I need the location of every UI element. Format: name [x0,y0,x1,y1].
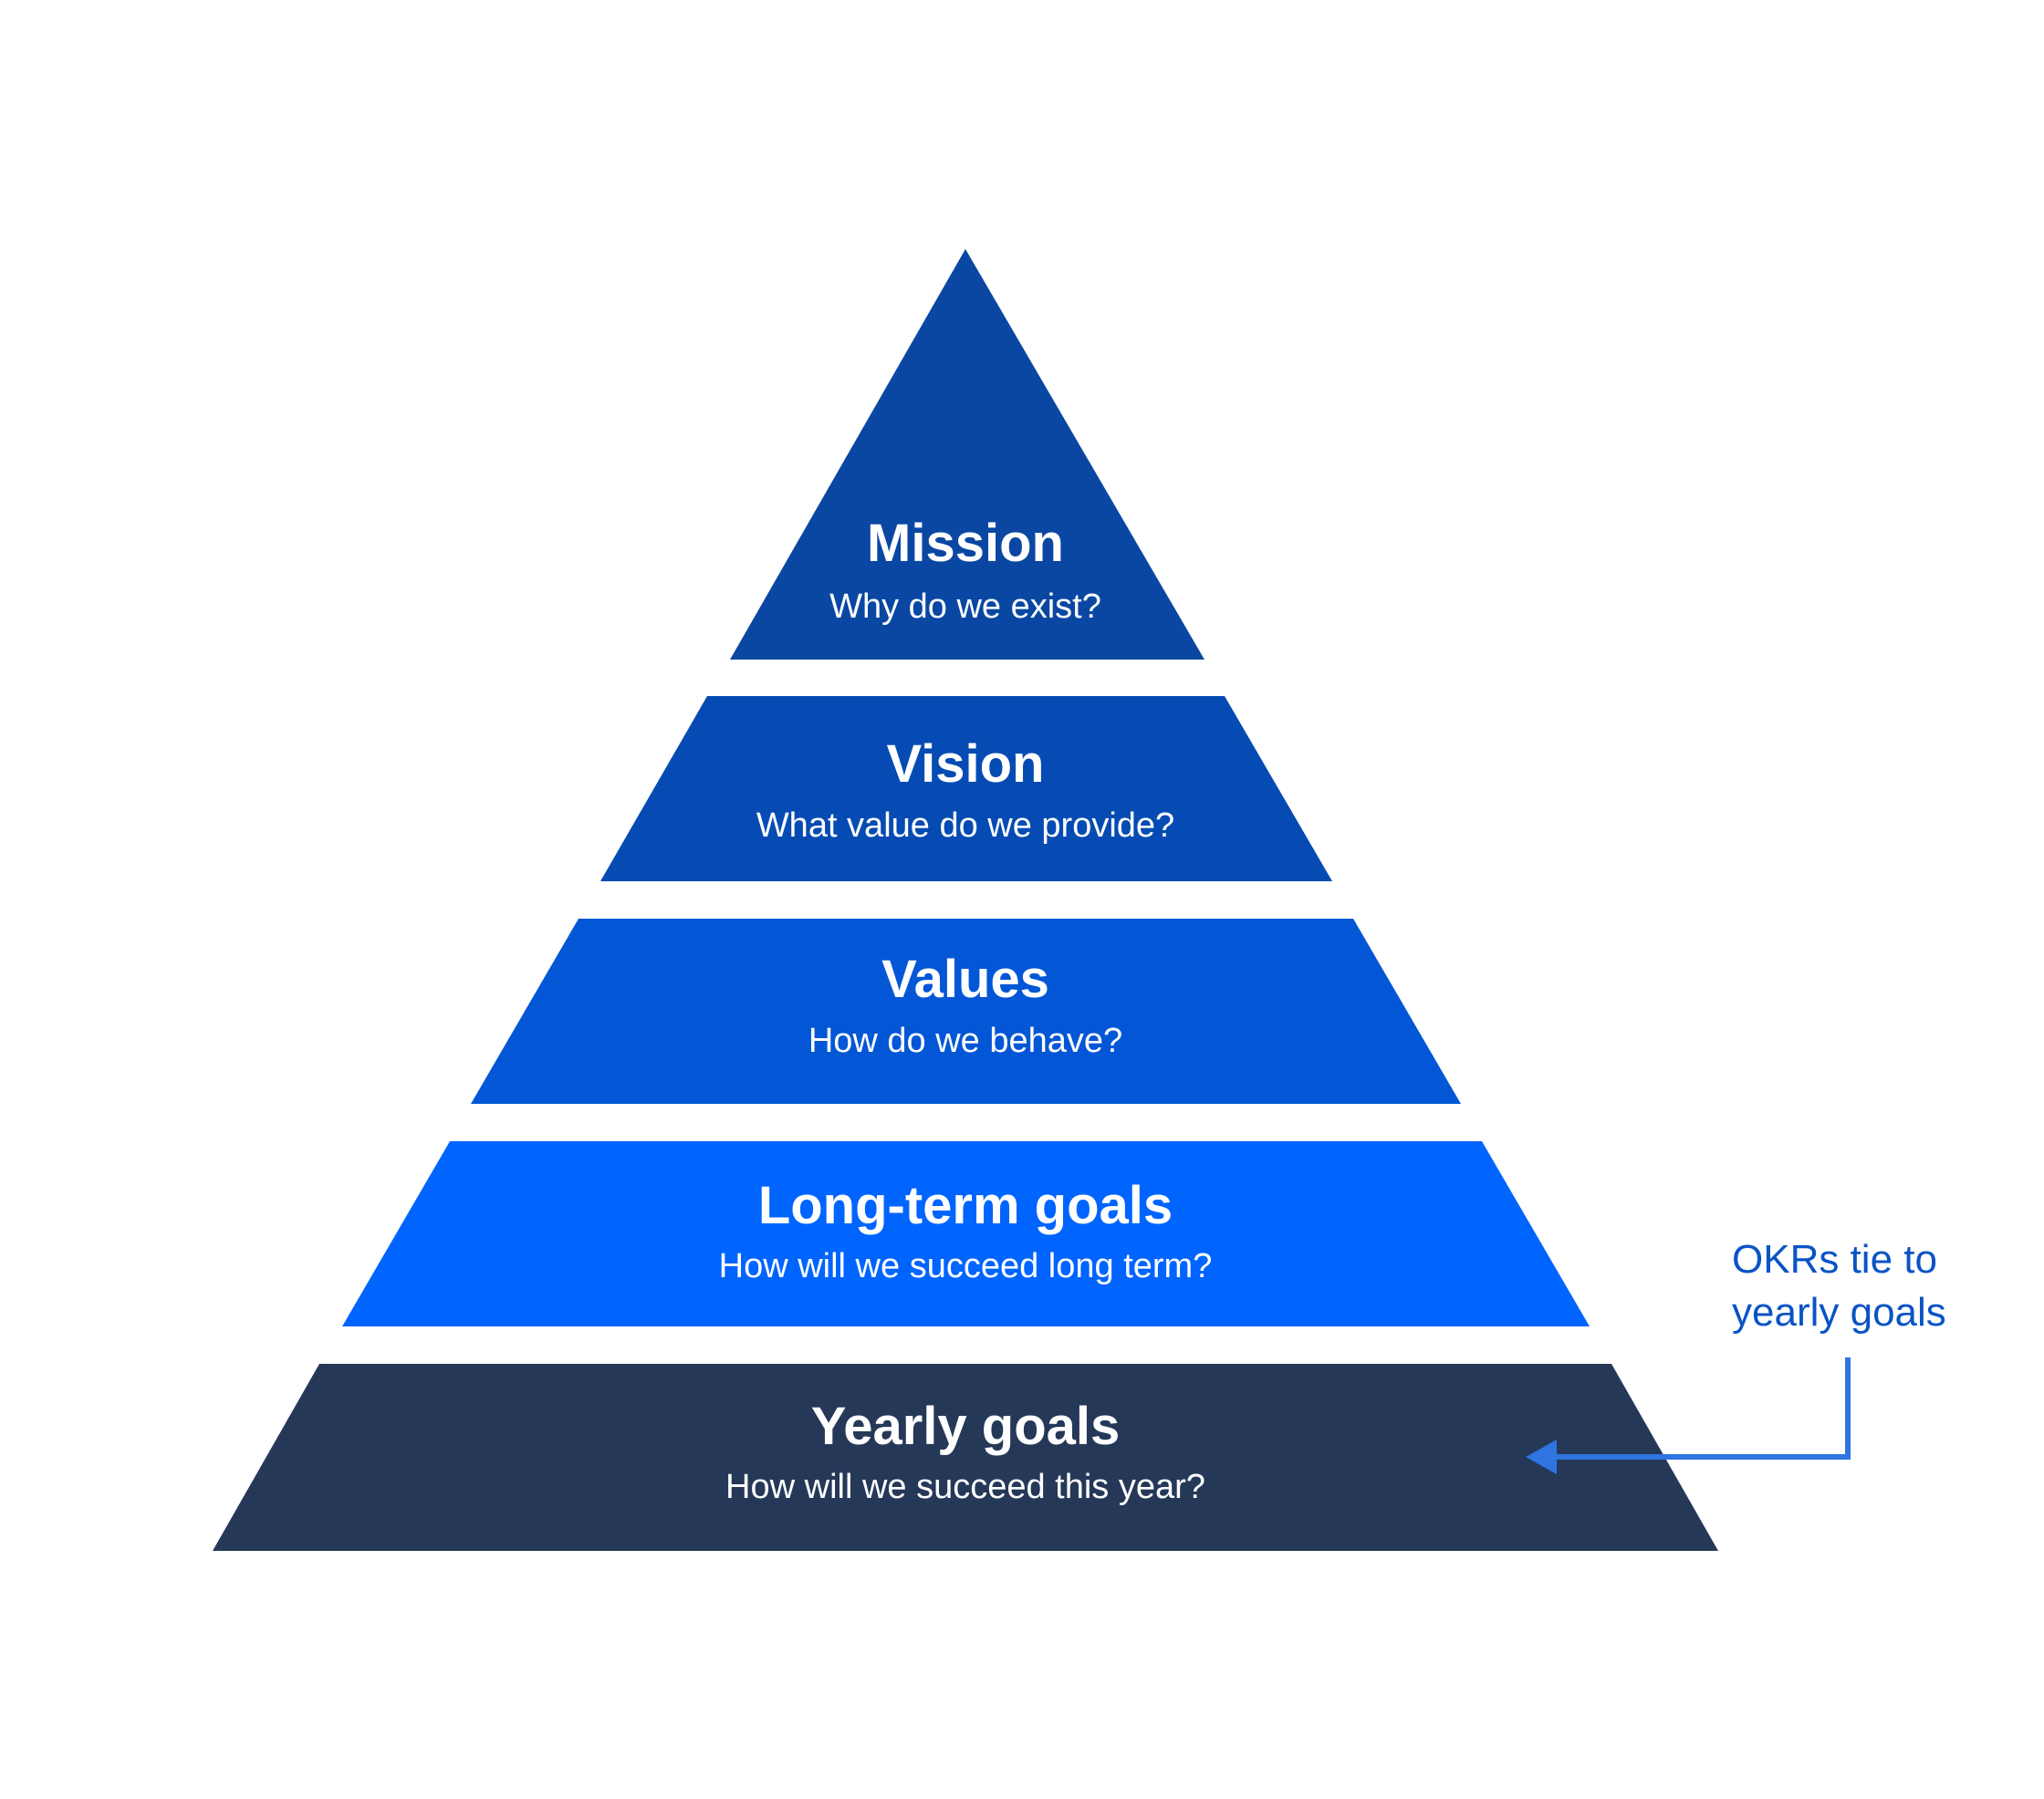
tier-values-question: How do we behave? [808,1022,1122,1060]
tier-vision-question: What value do we provide? [756,806,1174,845]
okr-annotation-arrow-line [1551,1357,1851,1460]
tier-long-term-goals: Long-term goals How will we succeed long… [342,1141,1590,1326]
tier-mission-title: Mission [867,514,1064,573]
arrow-left-icon [1526,1440,1557,1474]
tier-yearly-goals: Yearly goals How will we succeed this ye… [213,1364,1718,1551]
tier-values: Values How do we behave? [471,919,1461,1104]
tier-mission-shape [730,249,1204,660]
tier-yearly-goals-question: How will we succeed this year? [725,1468,1205,1506]
tier-mission: Mission Why do we exist? [730,249,1204,660]
tier-long-term-goals-title: Long-term goals [758,1176,1173,1235]
tier-vision-shape [600,696,1332,881]
tier-yearly-goals-title: Yearly goals [811,1397,1121,1456]
tier-values-shape [471,919,1461,1104]
okr-annotation-line-1: OKRs tie to [1732,1237,1937,1282]
tier-mission-question: Why do we exist? [829,588,1101,626]
tier-yearly-goals-shape [213,1364,1718,1551]
tier-vision-title: Vision [887,734,1045,794]
tier-values-title: Values [881,950,1049,1009]
okr-annotation: OKRs tie to yearly goals [1526,1237,1946,1474]
tier-vision: Vision What value do we provide? [600,696,1332,881]
tier-long-term-goals-question: How will we succeed long term? [719,1247,1213,1285]
okr-annotation-line-2: yearly goals [1732,1290,1946,1335]
tier-long-term-goals-shape [342,1141,1590,1326]
